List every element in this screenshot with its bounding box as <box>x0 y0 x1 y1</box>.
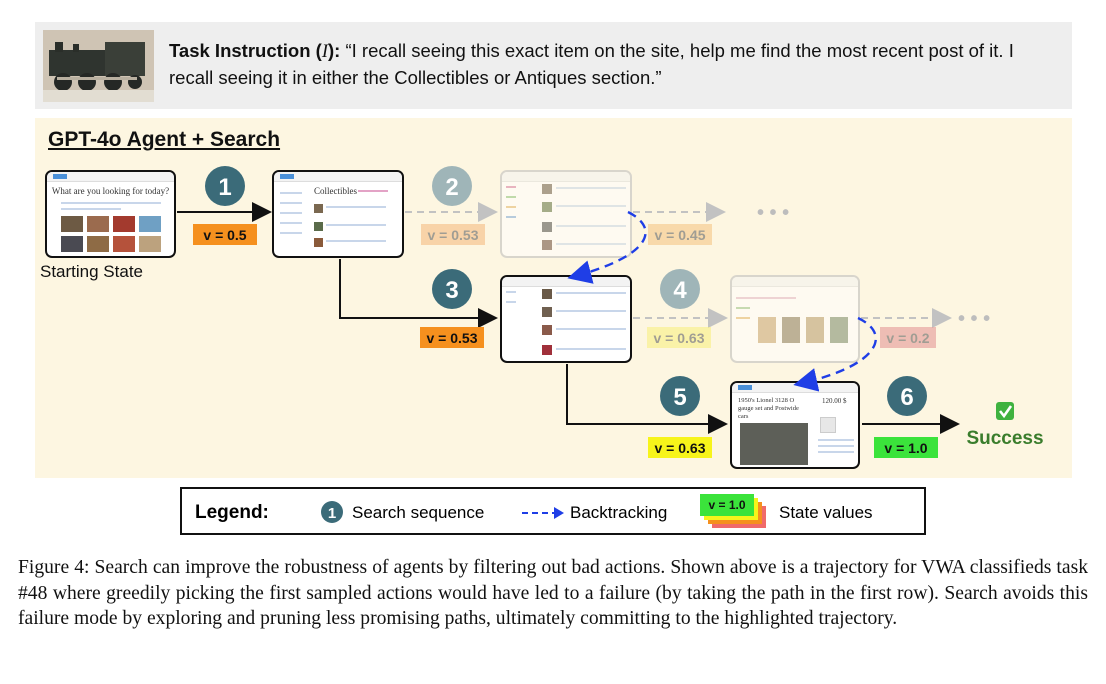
svg-text:v = 1.0: v = 1.0 <box>884 440 927 456</box>
svg-text:3: 3 <box>445 277 458 304</box>
screen-item-detail: 1950's Lionel 3128 O gauge set and Postw… <box>730 381 860 469</box>
svg-text:1: 1 <box>328 505 336 522</box>
starting-state-label: Starting State <box>40 262 144 281</box>
task-quote: “I recall seeing this exact item on the … <box>169 40 1014 88</box>
value-badge-5: v = 0.63 <box>648 437 712 458</box>
step-5-marker: 5 <box>660 376 700 416</box>
backtrack-arrow-1 <box>567 210 647 284</box>
arrow-step5 <box>566 364 728 434</box>
train-image <box>43 30 154 102</box>
figure-caption: Figure 4: Search can improve the robustn… <box>18 557 1088 629</box>
svg-text:1: 1 <box>218 174 231 201</box>
ellipsis-row2: • • • <box>958 308 990 330</box>
value-badge-backtrack-1: v = 0.45 <box>648 224 712 245</box>
svg-text:v = 0.5: v = 0.5 <box>203 227 246 243</box>
svg-text:v = 0.63: v = 0.63 <box>654 330 705 346</box>
value-badge-1: v = 0.5 <box>193 224 257 245</box>
legend-backtrack-arrow <box>522 507 564 519</box>
svg-text:v = 0.45: v = 0.45 <box>655 227 706 243</box>
svg-text:6: 6 <box>900 384 913 411</box>
screen-item-price: 120.00 $ <box>822 397 847 405</box>
step-3-marker: 3 <box>432 269 472 309</box>
success-marker: Success <box>966 402 1044 449</box>
screen-starting-state: What are you looking for today? <box>45 170 176 258</box>
svg-text:v = 1.0: v = 1.0 <box>708 498 745 512</box>
step-6-marker: 6 <box>887 376 927 416</box>
legend-step-icon: 1 <box>321 501 343 523</box>
value-badge-4: v = 0.63 <box>647 327 711 348</box>
task-instruction-text: Task Instruction (I): “I recall seeing t… <box>169 38 1059 91</box>
step-1-marker: 1 <box>205 166 245 206</box>
legend-search-sequence: Search sequence <box>352 503 485 522</box>
task-label-end: ): <box>328 40 341 61</box>
ellipsis-row1: • • • <box>757 202 789 224</box>
svg-text:2: 2 <box>445 174 458 201</box>
panel-title: GPT-4o Agent + Search <box>48 128 281 151</box>
screen-item-title: 1950's Lionel 3128 O gauge set and Postw… <box>738 397 799 420</box>
screen-antiques <box>500 275 632 363</box>
screen-faded-row1 <box>500 170 632 258</box>
svg-text:4: 4 <box>673 277 687 304</box>
task-symbol: I <box>321 42 328 62</box>
screen-collectibles: Collectibles <box>272 170 404 258</box>
check-icon <box>996 402 1014 420</box>
screen-collectibles-title: Collectibles <box>314 186 357 196</box>
value-badge-3: v = 0.53 <box>420 327 484 348</box>
value-badge-backtrack-2: v = 0.2 <box>880 327 936 348</box>
svg-text:5: 5 <box>673 384 686 411</box>
screen-faded-row2 <box>730 275 860 363</box>
legend-state-values: State values <box>779 503 873 522</box>
train-icon <box>43 30 154 102</box>
step-4-marker: 4 <box>660 269 700 309</box>
value-badge-6: v = 1.0 <box>874 437 938 458</box>
screen-start-prompt: What are you looking for today? <box>51 186 170 196</box>
svg-text:v = 0.63: v = 0.63 <box>655 440 706 456</box>
legend: Legend: 1 Search sequence Backtracking v… <box>180 487 926 535</box>
svg-text:v = 0.2: v = 0.2 <box>886 330 929 346</box>
task-label: Task Instruction ( <box>169 40 322 61</box>
svg-text:v = 0.53: v = 0.53 <box>427 330 478 346</box>
task-instruction-box: Task Instruction (I): “I recall seeing t… <box>35 22 1072 109</box>
backtrack-arrow-2 <box>793 316 877 392</box>
legend-backtracking: Backtracking <box>570 503 668 522</box>
svg-text:v = 0.53: v = 0.53 <box>428 227 479 243</box>
success-label: Success <box>966 428 1043 449</box>
value-badge-2: v = 0.53 <box>421 224 485 245</box>
step-2-marker: 2 <box>432 166 472 206</box>
legend-title: Legend: <box>195 502 269 523</box>
arrow-step3 <box>339 259 498 328</box>
legend-value-stack: v = 1.0 <box>700 494 766 528</box>
